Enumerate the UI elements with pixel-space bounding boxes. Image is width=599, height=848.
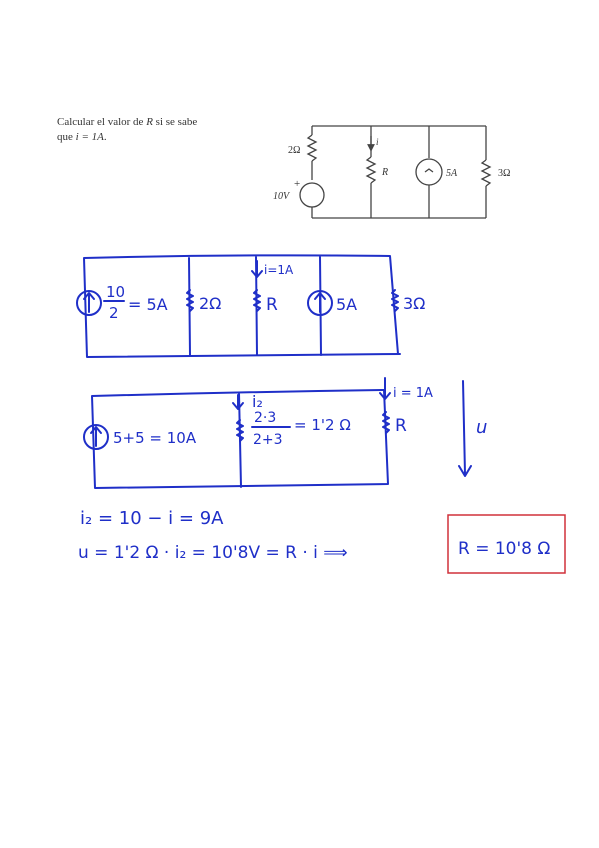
step2-circuit: 5+5 = 10A i₂ 2·3 2+3 = 1'2 Ω i = 1A R u: [83, 377, 487, 489]
up-arrow-icon: [83, 292, 95, 313]
step1-resistor-2: [186, 289, 194, 312]
step2-label-i: i = 1A: [393, 386, 433, 401]
step2-current-arrow: [232, 394, 244, 410]
step1-label-r: R: [266, 295, 278, 315]
current-source-arrow-icon: [424, 168, 434, 173]
label-5a: 5A: [446, 168, 458, 179]
equation-line-2: u = 1'2 Ω · i₂ = 10'8V = R · i ⟹: [78, 543, 348, 563]
equations: i₂ = 10 − i = 9A u = 1'2 Ω · i₂ = 10'8V …: [78, 508, 566, 574]
answer-text: R = 10'8 Ω: [458, 539, 550, 559]
label-3ohm: 3Ω: [498, 168, 510, 179]
step1-frac-num: 10: [106, 283, 125, 301]
step1-resistor-r: [253, 289, 261, 312]
step2-parallel-num: 2·3: [254, 410, 276, 426]
step2-source: [83, 424, 109, 450]
step2-label-i2: i₂: [252, 392, 263, 411]
step1-source-5a: [307, 290, 333, 316]
answer-box: [447, 514, 566, 574]
step1-label-3ohm: 3Ω: [403, 294, 425, 313]
problem-line-1: Calcular el valor de R si se sabe: [57, 115, 257, 130]
resistor-3ohm: [480, 159, 492, 187]
step2-parallel-result: = 1'2 Ω: [294, 416, 351, 434]
step1-resistor-3: [391, 289, 399, 312]
step1-source-left: [76, 290, 102, 316]
step2-resistor-r: [382, 411, 390, 434]
step1-label-i: i=1A: [264, 263, 294, 277]
label-r: R: [381, 167, 388, 178]
problem-text: Calcular el valor de: [57, 116, 147, 128]
problem-text: que: [57, 131, 76, 143]
problem-statement: Calcular el valor de R si se sabe que i …: [57, 115, 257, 145]
step2-resistor-eq: [236, 419, 244, 442]
label-2ohm: 2Ω: [288, 145, 300, 156]
step1-circuit: 10 2 = 5A 2Ω R i=1A 5A 3Ω: [76, 254, 425, 358]
step2-label-source: 5+5 = 10A: [113, 429, 197, 447]
step2-label-u: u: [476, 417, 487, 438]
voltage-source: [299, 182, 325, 208]
label-10v: 10V: [273, 191, 291, 202]
problem-condition: i = 1A: [75, 131, 104, 143]
resistor-2ohm: [306, 134, 318, 162]
problem-var-r: R: [146, 116, 153, 128]
step2-label-r: R: [395, 416, 407, 436]
step1-current-arrow: [251, 260, 263, 278]
step2-outline: [91, 389, 389, 489]
step1-frac-den: 2: [109, 304, 119, 322]
step1-label-2ohm: 2Ω: [199, 294, 221, 313]
original-circuit: 2Ω 10V + i R 5A 3Ω: [273, 125, 510, 219]
problem-text: .: [103, 131, 107, 143]
step1-label-5a: 5A: [336, 295, 357, 314]
problem-line-2: que i = 1A.: [57, 130, 257, 145]
step1-frac-result: = 5A: [128, 295, 168, 314]
up-arrow-icon: [314, 292, 326, 313]
step2-parallel-den: 2+3: [253, 432, 283, 448]
label-i: i: [376, 137, 379, 147]
voltage-arrow-u: [458, 380, 472, 477]
problem-text: si se sabe: [152, 116, 198, 128]
current-source-5a: [415, 158, 443, 186]
resistor-r: [365, 156, 377, 184]
equation-line-1: i₂ = 10 − i = 9A: [80, 508, 224, 529]
up-arrow-icon: [90, 426, 102, 447]
step2-current-arrow-r: [379, 377, 391, 400]
label-plus: +: [294, 178, 300, 190]
